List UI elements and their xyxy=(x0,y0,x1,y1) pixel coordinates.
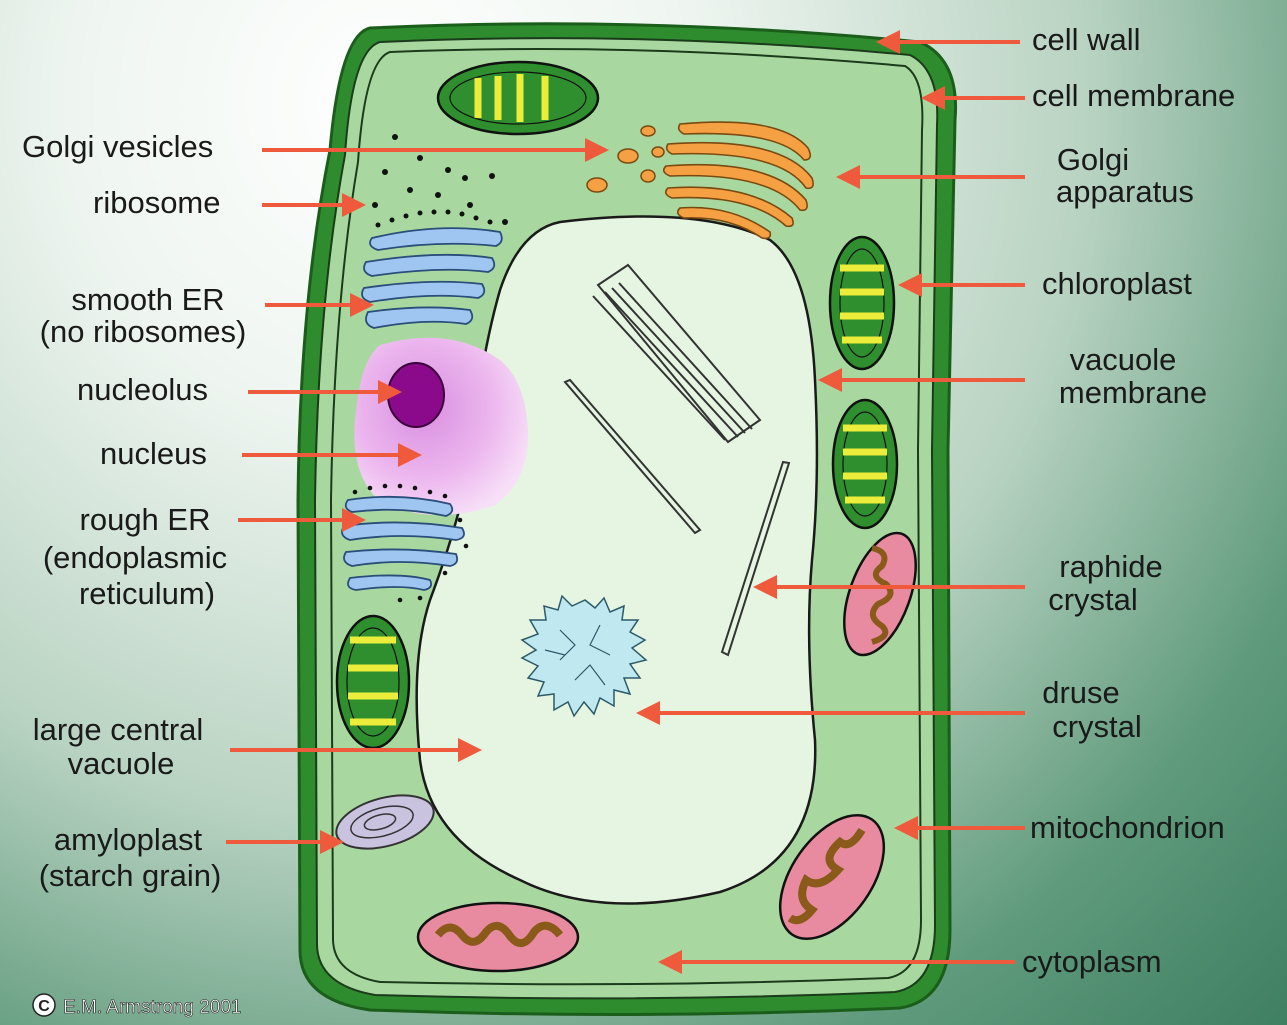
chloroplast-left xyxy=(337,616,409,748)
label-chloroplast: chloroplast xyxy=(1042,266,1192,301)
label-amyloplast-line1: amyloplast xyxy=(54,822,203,857)
label-rough-er-line1: rough ER xyxy=(80,502,211,537)
label-rough-er-line3: reticulum) xyxy=(79,576,215,611)
label-smooth-er-line2: (no ribosomes) xyxy=(40,314,247,349)
label-raphide-crystal-line1: raphide xyxy=(1059,549,1162,584)
label-smooth-er-line1: smooth ER xyxy=(71,282,224,317)
label-large-vacuole-line2: vacuole xyxy=(68,746,175,781)
label-large-vacuole-line1: large central xyxy=(33,712,204,747)
nucleus xyxy=(354,338,528,515)
nucleolus xyxy=(388,363,444,427)
label-rough-er-line2: (endoplasmic xyxy=(43,540,227,575)
svg-text:C: C xyxy=(38,998,50,1015)
label-nucleolus: nucleolus xyxy=(77,372,208,407)
label-golgi-apparatus-line2: apparatus xyxy=(1056,174,1194,209)
label-golgi-apparatus-line1: Golgi xyxy=(1057,142,1129,177)
chloroplast-right-2 xyxy=(833,400,897,528)
label-druse-crystal-line2: crystal xyxy=(1052,709,1142,744)
label-cell-wall: cell wall xyxy=(1032,22,1141,57)
label-druse-crystal-line1: druse xyxy=(1042,675,1120,710)
credit-text: E.M. Armstrong 2001 xyxy=(63,997,241,1018)
copyright-credit: C E.M. Armstrong 2001 xyxy=(33,994,241,1018)
label-mitochondrion: mitochondrion xyxy=(1030,810,1225,845)
label-cytoplasm: cytoplasm xyxy=(1022,944,1162,979)
mitochondrion-bottom xyxy=(418,903,578,971)
label-golgi-vesicles: Golgi vesicles xyxy=(22,129,213,164)
label-nucleus: nucleus xyxy=(100,436,207,471)
label-cell-membrane: cell membrane xyxy=(1032,78,1235,113)
label-vacuole-membrane-line2: membrane xyxy=(1059,375,1207,410)
label-amyloplast-line2: (starch grain) xyxy=(39,858,222,893)
label-ribosome: ribosome xyxy=(93,185,221,220)
chloroplast-right-1 xyxy=(830,237,894,369)
label-vacuole-membrane-line1: vacuole xyxy=(1070,342,1177,377)
label-raphide-crystal-line2: crystal xyxy=(1048,582,1138,617)
chloroplast-top xyxy=(438,62,598,134)
